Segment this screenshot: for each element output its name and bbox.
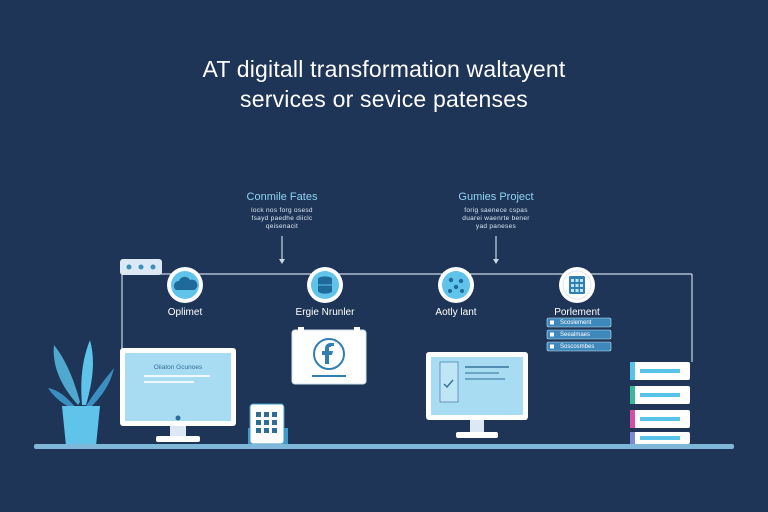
plant-icon — [48, 340, 114, 446]
panel-item-bar[interactable] — [546, 329, 612, 340]
arrow-down-icon — [493, 259, 499, 264]
facebook-icon — [322, 343, 334, 364]
node-label-ergie-nrunler: Ergie Nrunler — [295, 307, 355, 318]
node-circle-oplimet[interactable] — [167, 267, 203, 303]
callout-line: fsayd paedhe diiclc — [251, 215, 313, 222]
callout-line: forig saenece cspas — [464, 207, 528, 214]
node-label-aotly-lant: Aotly lant — [435, 307, 477, 318]
callout-line: duarei waenrte bener — [462, 215, 530, 222]
floor-line — [34, 444, 734, 449]
check-icon — [443, 379, 454, 389]
callout-line: lock nos forg osesd — [251, 207, 313, 214]
facebook-box[interactable] — [291, 327, 367, 385]
checkbox-icon — [550, 344, 554, 349]
callout-line: qeisenacit — [265, 223, 299, 230]
cloud-icon — [174, 276, 198, 290]
callout-title: Gumies Project — [458, 191, 534, 203]
panel-item-bar[interactable] — [546, 341, 612, 352]
node-circle-porlement[interactable] — [559, 267, 595, 303]
calendar-grid-icon — [569, 276, 585, 294]
checkbox-icon — [550, 332, 554, 337]
callout-line: yad paneses — [475, 223, 517, 230]
panel-item-label: Scoslement — [560, 320, 592, 326]
network-icon — [448, 277, 464, 293]
callout-gumies-project: Gumies Project forig saenece cspas duare… — [426, 191, 566, 231]
callout-conmile-fates: Conmile Fates lock nos forg osesd fsayd … — [212, 191, 352, 231]
checkbox-icon — [550, 320, 554, 325]
panel-item-label: Soscosmbes — [560, 344, 595, 350]
page-title-line-2: services or sevice patenses — [240, 86, 528, 112]
panel-item-label: Seealmaes — [560, 332, 591, 338]
database-icon — [318, 276, 332, 294]
node-circle-aotly-lant[interactable] — [438, 267, 474, 303]
panel-list — [546, 317, 612, 352]
keypad-icon[interactable] — [248, 403, 288, 445]
page-title-line-1: AT digitall transformation waltayent — [202, 56, 566, 82]
panel-item-bar[interactable] — [546, 317, 612, 328]
window-dots-icon — [120, 259, 162, 275]
book-stack — [630, 362, 690, 444]
monitor-left-screen-text: Oiiaton Gcunoes — [153, 364, 203, 371]
node-label-porlement: Porlement — [554, 307, 600, 318]
connector-lines — [121, 236, 693, 362]
callout-title: Conmile Fates — [246, 191, 318, 203]
monitor-right[interactable] — [426, 352, 528, 438]
node-circle-ergie-nrunler[interactable] — [307, 267, 343, 303]
node-label-oplimet: Oplimet — [167, 307, 203, 318]
arrow-down-icon — [279, 259, 285, 264]
monitor-left[interactable] — [120, 348, 236, 442]
